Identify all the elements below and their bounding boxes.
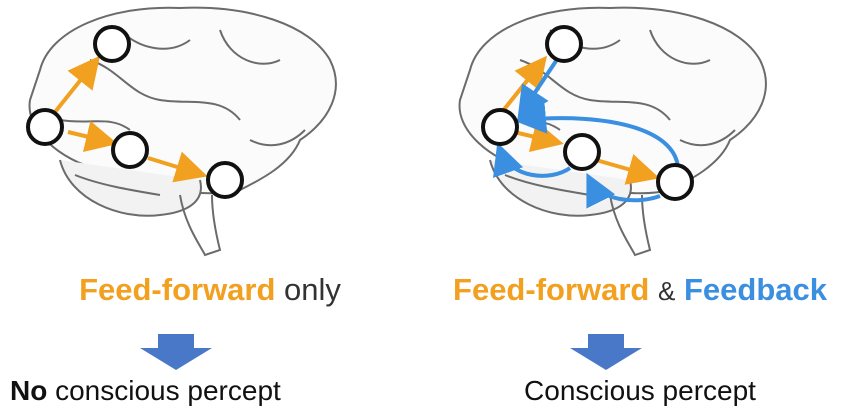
fb-arrow-lower [493,142,572,178]
fb-arrow-long [514,101,681,173]
node-top [93,25,131,63]
brain-illustration-right [458,6,767,257]
brain-nodes [26,25,244,199]
feedforward-arrows [53,55,208,183]
feedforward-title: Feed-forward only [0,272,420,308]
feedforward-panel: Feed-forward only No conscious percept [0,0,420,417]
feedback-label: Feedback [683,272,827,307]
down-arrow-icon [570,334,642,370]
node-frontal [26,108,64,146]
feedback-arrows [493,56,681,209]
node-rear [656,163,694,201]
feedforward-feedback-title: Feed-forward & Feedback [430,272,850,308]
node-top [545,25,583,63]
conscious-percept: Conscious percept [430,375,850,407]
node-middle [111,131,149,169]
down-arrow-icon [140,334,212,370]
ampersand-label: & [658,276,676,306]
conscious-percept-label-right: Conscious percept [524,375,756,406]
conscious-percept-label-left: conscious percept [55,375,281,406]
ff-arrow-1 [53,55,100,114]
feedback-panel: Feed-forward & Feedback Conscious percep… [430,0,850,417]
node-middle [563,133,601,171]
node-rear [206,161,244,199]
brain-nodes [481,25,694,201]
only-label: only [284,272,341,307]
no-conscious-percept: No conscious percept [0,375,430,407]
ff-arrow-2 [67,120,118,153]
node-frontal [481,108,519,146]
no-label: No [10,375,48,406]
brain-outline [28,6,337,257]
ff-arrow-3 [147,151,208,183]
feedforward-label: Feed-forward [453,272,650,307]
feedforward-label: Feed-forward [79,272,276,307]
fb-arrow-rear [586,172,661,209]
brain-illustration-left [26,6,337,257]
ff-arrow-3 [595,154,660,185]
